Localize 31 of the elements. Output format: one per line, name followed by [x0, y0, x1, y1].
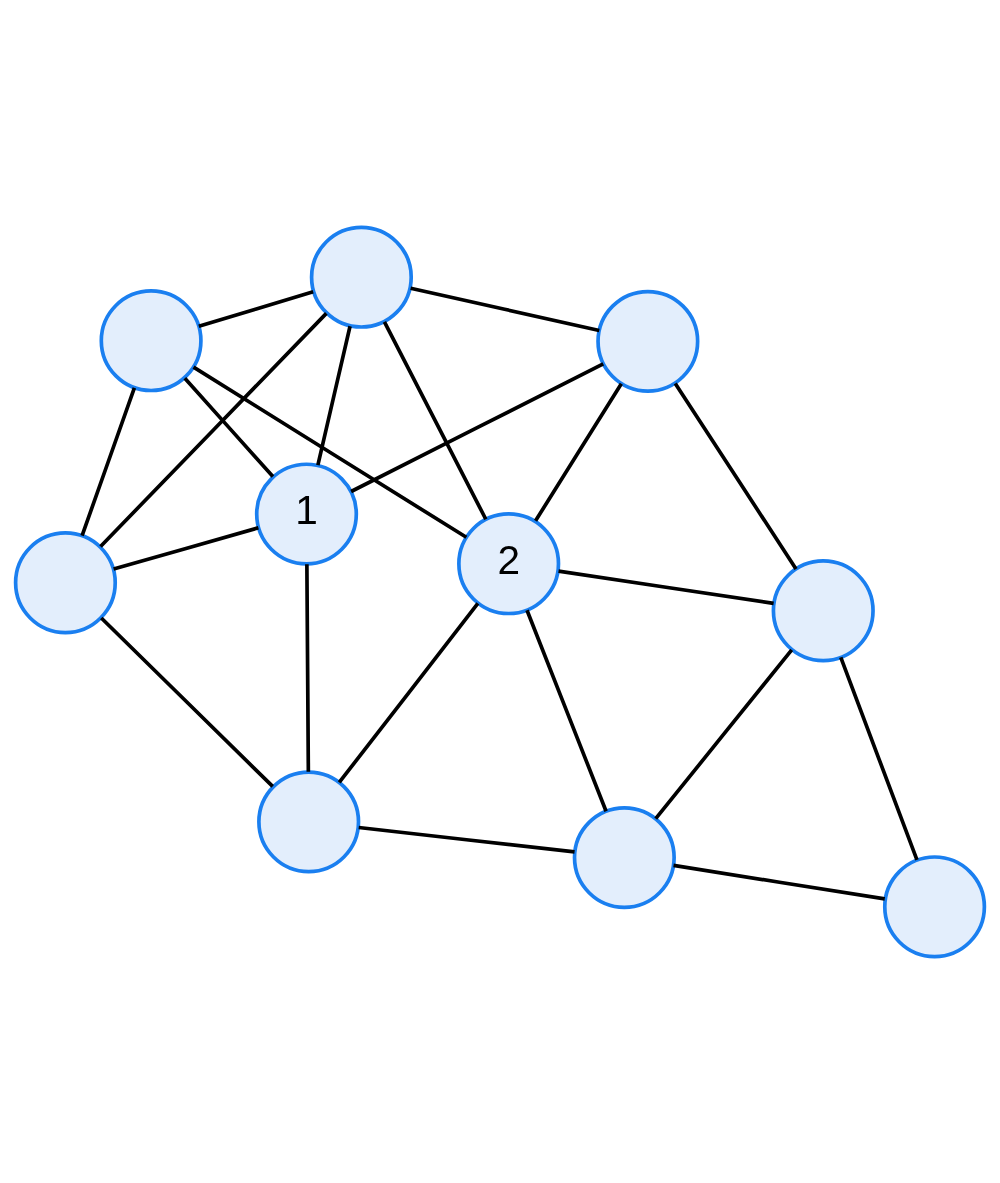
node-circle: [882, 854, 987, 958]
connector: [673, 863, 886, 901]
connector: [80, 386, 137, 536]
connector: [558, 568, 774, 605]
connector: [305, 563, 311, 772]
node-circle: 1: [254, 461, 359, 566]
node-circle: [257, 769, 361, 873]
node-circle: [572, 805, 676, 909]
connector: [99, 311, 328, 548]
connector: [673, 381, 798, 570]
connector: [358, 825, 575, 854]
connector: [382, 320, 488, 520]
connector: [410, 285, 600, 332]
node-circle: [596, 289, 700, 393]
connector: [654, 648, 794, 820]
connector: [337, 601, 480, 784]
connector: [100, 616, 274, 788]
connector: [183, 376, 275, 478]
connector: [525, 609, 608, 812]
connector: [350, 361, 605, 493]
connector: [113, 525, 259, 571]
connector: [198, 289, 314, 328]
connector: [316, 325, 352, 465]
connector: [192, 365, 468, 539]
node-circle: 2: [457, 511, 561, 615]
connector: [839, 656, 919, 861]
node-circle: [771, 558, 875, 662]
connector: [534, 382, 623, 522]
node-circle: [309, 225, 414, 329]
node-circle: [13, 530, 118, 634]
node-circle: [99, 288, 203, 392]
